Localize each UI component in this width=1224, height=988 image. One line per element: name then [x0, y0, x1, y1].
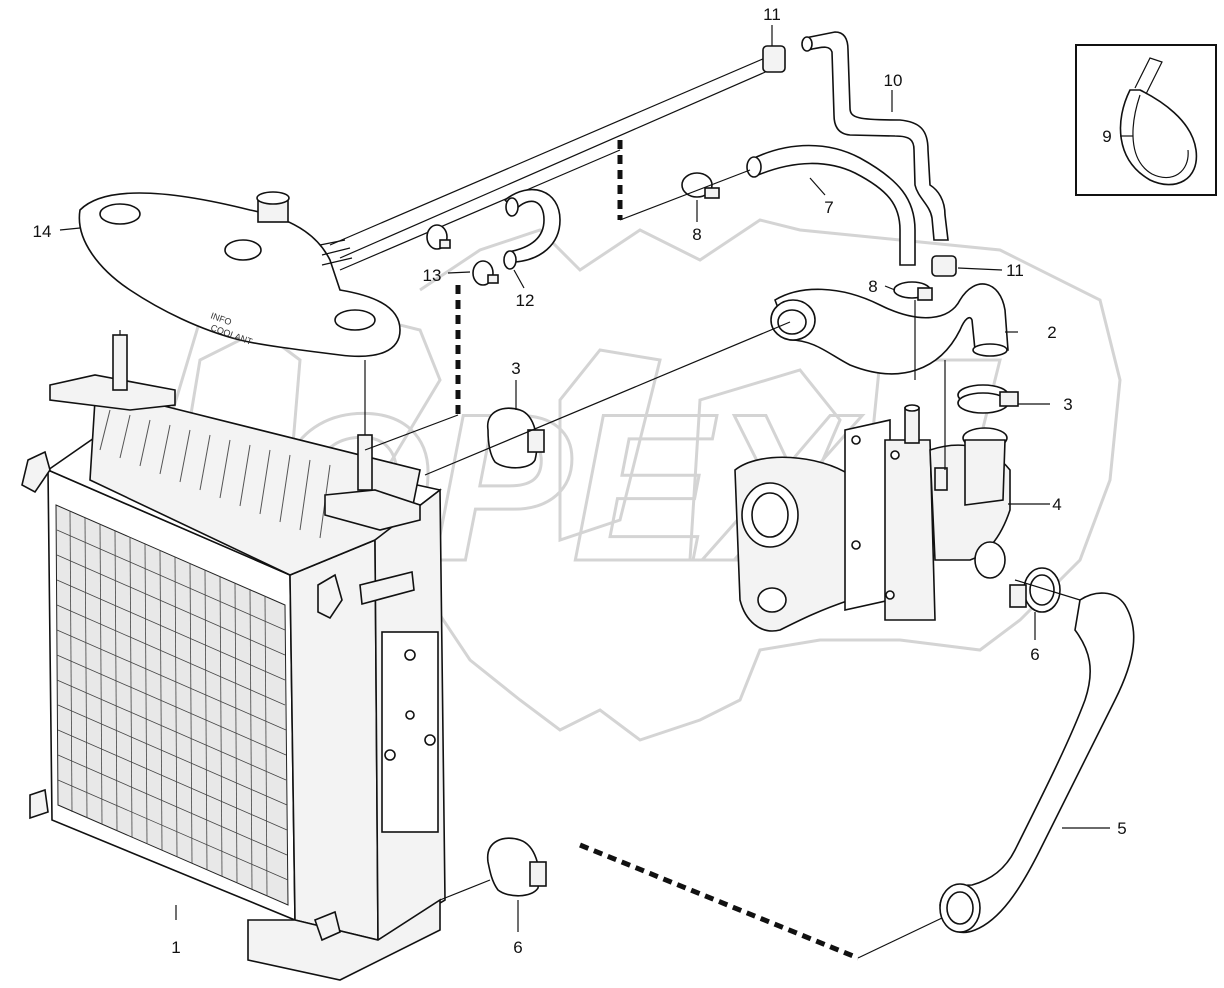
callout-2: 2: [1047, 323, 1056, 342]
callout-11-lower: 11: [1006, 261, 1024, 280]
callout-12: 12: [516, 291, 535, 310]
callout-3-right: 3: [1063, 395, 1072, 414]
callout-6-bottom: 6: [513, 938, 522, 957]
clamp-6-bottom: [487, 837, 547, 897]
hose-10: [801, 31, 949, 241]
hose-7: [746, 144, 916, 266]
callout-13: 13: [423, 266, 442, 285]
tank-vent-lines: [329, 57, 771, 271]
expansion-tank: INFO COOLANT: [78, 191, 401, 358]
callout-3-left: 3: [511, 359, 520, 378]
radiator-top-fins: [99, 409, 331, 539]
radiator: [21, 330, 446, 981]
radiator-core-grid: [55, 504, 289, 906]
clamp-13-lower: [472, 260, 499, 286]
callout-1: 1: [171, 938, 180, 957]
clamp-6-right: [1009, 567, 1061, 613]
hose-12: [503, 188, 561, 270]
hose-5: [939, 592, 1135, 934]
clamp-8-lower: [893, 281, 933, 301]
callout-11-upper: 11: [763, 5, 781, 24]
callout-8-lower: 8: [868, 277, 877, 296]
clamp-13-upper: [426, 224, 451, 250]
clamp-8-upper: [681, 172, 720, 199]
hose-2: [770, 283, 1009, 375]
callout-14: 14: [33, 222, 52, 241]
clamp-11-lower: [931, 255, 957, 277]
callout-4: 4: [1052, 495, 1061, 514]
callout-9: 9: [1102, 127, 1111, 146]
callout-6-right: 6: [1030, 645, 1039, 664]
leader-lines: [59, 25, 1110, 959]
callout-7: 7: [824, 198, 833, 217]
callout-5: 5: [1117, 819, 1126, 838]
callout-8-upper: 8: [692, 225, 701, 244]
clamp-3-right: [957, 384, 1019, 414]
callout-10: 10: [884, 71, 903, 90]
thermostat-housing: [734, 404, 1011, 632]
dashed-connectors: [455, 140, 859, 961]
inset-box-part-9: [1075, 44, 1217, 196]
clamp-11-upper: [762, 45, 786, 73]
callout-labels: 1 2 3 3 4 5 6 6 7 8 8 9 10 11 11 12 13 1…: [33, 5, 1127, 957]
